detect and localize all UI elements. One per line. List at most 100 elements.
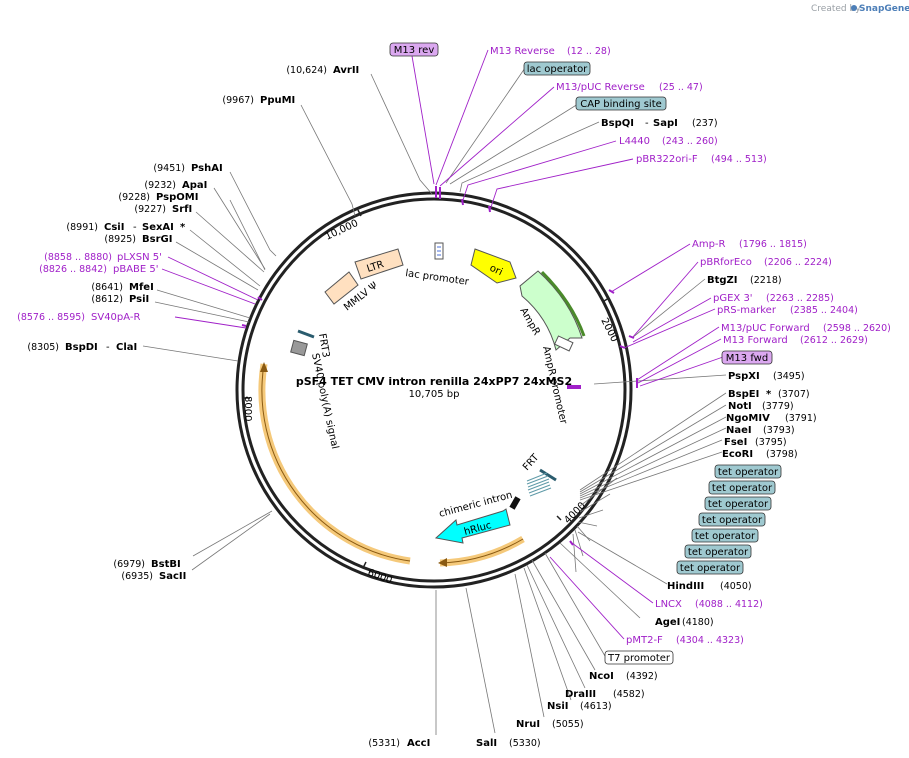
tet-operator-box[interactable] (676, 560, 744, 575)
tet-operator-box[interactable] (708, 480, 776, 495)
tick-mark-2000 (603, 297, 610, 302)
primer-m13puc-forward[interactable]: M13/pUC Forward (721, 323, 810, 334)
primer-plxsn[interactable]: pLXSN 5' (117, 252, 162, 263)
enzyme-srfi[interactable]: SrfI (172, 204, 192, 215)
enzyme-btgzi[interactable]: BtgZI (707, 275, 738, 286)
primer-pgex3[interactable]: pGEX 3' (713, 293, 753, 304)
ampr-promoter-feature[interactable] (553, 335, 574, 352)
enzyme-bspdi[interactable]: BspDI (65, 342, 98, 353)
primer-m13puc-forward-range: (2598 .. 2620) (823, 323, 891, 334)
tick-mark-10000 (357, 209, 362, 217)
tick-label-8000: 8000 (242, 396, 253, 421)
tet-operator-box[interactable] (684, 544, 752, 559)
tet-operator-label: tet operator (718, 467, 779, 478)
ori-feature-arrow[interactable] (470, 248, 517, 284)
tet-operator-label: tet operator (708, 499, 769, 510)
enzyme-bspqi[interactable]: BspQI (601, 118, 634, 129)
tet-operator-box[interactable] (704, 496, 772, 511)
enzyme-sali[interactable]: SalI (476, 738, 497, 749)
snapgene-logo-icon (851, 5, 857, 11)
enzyme-sexai[interactable]: SexAI (142, 222, 174, 233)
leader-bstbi (192, 510, 273, 557)
enzyme-ngomiv[interactable]: NgoMIV (726, 413, 770, 424)
leader-mfei (156, 289, 251, 319)
enzyme-csii[interactable]: CsiI (104, 222, 124, 233)
enzyme-mfei[interactable]: MfeI (129, 282, 154, 293)
primer-pmt2[interactable]: pMT2-F (626, 635, 663, 646)
enzyme-naei[interactable]: NaeI (726, 425, 752, 436)
leader-m13puc-forward (636, 326, 720, 381)
m13-rev-box[interactable] (389, 42, 439, 57)
primer-prs-marker[interactable]: pRS-marker (717, 305, 777, 316)
m13-fwd-box-label: M13 fwd (726, 353, 768, 364)
enzyme-ncoi[interactable]: NcoI (589, 671, 614, 682)
hrluc-feature-arrow[interactable] (434, 508, 511, 544)
enzyme-acci[interactable]: AccI (407, 738, 430, 749)
enzyme-nsii[interactable]: NsiI (547, 701, 568, 712)
primer-lncx[interactable]: LNCX (655, 599, 682, 610)
enzyme-pspxi[interactable]: PspXI (728, 371, 760, 382)
primer-pbrforeco-range: (2206 .. 2224) (764, 257, 832, 268)
orange-arc-feature[interactable] (439, 535, 525, 567)
enzyme-psii[interactable]: PsiI (129, 294, 149, 305)
enzyme-sacii[interactable]: SacII (159, 571, 186, 582)
enzyme-clai[interactable]: ClaI (116, 342, 137, 353)
operator-line (526, 472, 548, 482)
leader-t7 (544, 552, 606, 657)
leader-apai (213, 187, 266, 270)
m13-fwd-box[interactable] (721, 350, 773, 365)
primer-lncx-range: (4088 .. 4112) (695, 599, 763, 610)
primer-pbrforeco[interactable]: pBRforEco (700, 257, 752, 268)
enzyme-bsrgi[interactable]: BsrGI (142, 234, 172, 245)
enzyme-pspomi[interactable]: PspOMI (156, 192, 198, 203)
enzyme-ecori[interactable]: EcoRI (722, 449, 753, 460)
primer-l4440[interactable]: L4440 (619, 136, 650, 147)
mmlv-psi-feature[interactable] (324, 271, 359, 305)
leader-lac-operator (445, 67, 526, 184)
primer-labels: M13 Reverse (12 .. 28) M13/pUC Reverse (… (17, 46, 891, 646)
primer-sv40pa[interactable]: SV40pA-R (91, 312, 140, 323)
enzyme-avrii[interactable]: AvrII (333, 65, 359, 76)
operator-line (526, 475, 549, 485)
tet-operator-box[interactable] (691, 528, 759, 543)
tet-operator-label: tet operator (702, 515, 763, 526)
enzyme-pos-ncoi: (4392) (626, 671, 658, 682)
primer-pbabe[interactable]: pBABE 5' (113, 264, 159, 275)
primer-pbr322ori[interactable]: pBR322ori-F (636, 154, 698, 165)
enzyme-bstbi[interactable]: BstBI (151, 559, 181, 570)
primer-amp-r[interactable]: Amp-R (692, 239, 726, 250)
credit-brand: SnapGene (859, 4, 909, 14)
enzyme-draiii[interactable]: DraIII (565, 689, 596, 700)
leader-bspqi (459, 121, 600, 193)
frt3-feature[interactable] (297, 329, 315, 339)
enzyme-ppumi[interactable]: PpuMI (260, 95, 295, 106)
t7-promoter-box[interactable] (604, 650, 674, 665)
leader-pshai (229, 171, 277, 257)
enzyme-apai[interactable]: ApaI (182, 180, 207, 191)
cap-binding-site-box[interactable] (575, 96, 667, 111)
primer-m13-reverse[interactable]: M13 Reverse (490, 46, 555, 57)
frt-feature[interactable] (539, 468, 557, 482)
enzyme-bspei[interactable]: BspEI (728, 389, 759, 400)
enzyme-fsei[interactable]: FseI (724, 437, 747, 448)
tet-operator-box[interactable] (698, 512, 766, 527)
chimeric-intron-feature[interactable] (509, 496, 521, 510)
primer-l4440-range: (243 .. 260) (662, 136, 718, 147)
tet-operator-box[interactable] (714, 464, 782, 479)
primer-m13-forward[interactable]: M13 Forward (723, 335, 788, 346)
orange-arrow-head (438, 558, 447, 567)
enzyme-pshai[interactable]: PshAI (191, 163, 223, 174)
enzyme-noti[interactable]: NotI (728, 401, 752, 412)
sv40-arc-feature[interactable] (258, 363, 411, 565)
enzyme-nrui[interactable]: NruI (516, 719, 540, 730)
leader-m13puc-reverse (439, 86, 555, 187)
lac-operator-box[interactable] (523, 61, 591, 76)
enzyme-sapi[interactable]: SapI (653, 118, 678, 129)
leader-srfi (195, 211, 265, 273)
enzyme-hindiii[interactable]: HindIII (667, 581, 704, 592)
primer-pbr322ori-range: (494 .. 513) (711, 154, 767, 165)
enzyme-agei[interactable]: AgeI (655, 617, 680, 628)
enzyme-pos-bstbi: (6979) (113, 559, 145, 570)
ltr-feature[interactable] (354, 248, 404, 280)
primer-m13puc-reverse[interactable]: M13/pUC Reverse (556, 82, 645, 93)
